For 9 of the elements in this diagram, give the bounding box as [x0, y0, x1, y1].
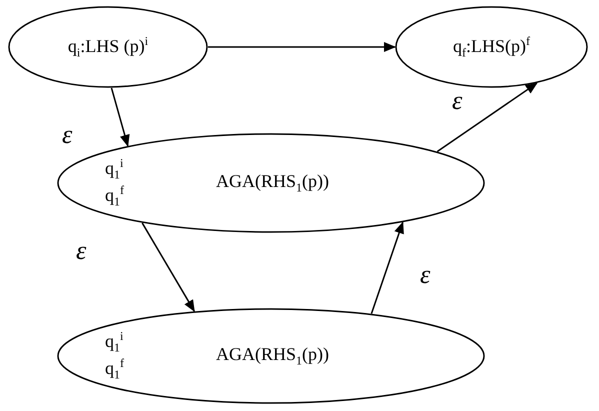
arrow — [208, 42, 396, 52]
arrow — [436, 82, 538, 152]
node-label: q$_{i}$:LHS (p)$^{i}$ — [68, 34, 148, 60]
node-label: q$_{f}$:LHS(p)$^{f}$ — [453, 34, 530, 60]
node-label: AGA(RHS$_{1}$(p)) — [216, 344, 329, 368]
arrow — [110, 88, 130, 147]
arrow — [370, 221, 404, 314]
arrow — [142, 222, 195, 312]
node-label: AGA(RHS$_{1}$(p)) — [216, 172, 329, 194]
